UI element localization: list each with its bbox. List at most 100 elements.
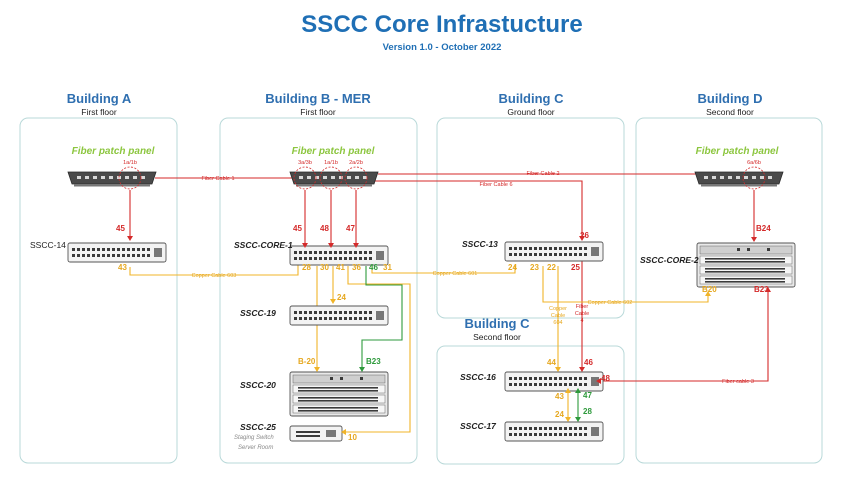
port-core1-36: 36 [352, 263, 361, 272]
switch-sscc-19 [289, 305, 389, 326]
port-sscc20-y: B-20 [298, 357, 316, 366]
device-label-sscc-core-1: SSCC-CORE-1 [234, 240, 293, 250]
switch-sscc-16 [504, 371, 604, 392]
port-sscc16-44: 44 [547, 358, 556, 367]
d-panel-port-highlight [742, 166, 766, 190]
building-d-floor: Second floor [706, 107, 754, 117]
chassis-sscc-core-2 [696, 242, 796, 288]
fiber-cable-1-label: Fiber Cable 1 [201, 176, 234, 182]
port-sscc25: 10 [348, 433, 357, 442]
copper-cable-603-label: Copper Cable 603 [192, 273, 237, 279]
fiber-patch-panel-d-label: Fiber patch panel [696, 146, 779, 157]
device-label-sscc-core-2: SSCC-CORE-2 [640, 255, 699, 265]
port-b-left: 45 [293, 224, 302, 233]
port-b-right: 47 [346, 224, 355, 233]
core1-to-sscc25-line [344, 266, 411, 433]
device-note-sscc-25-2: Server Room [238, 445, 273, 451]
a-panel-port-highlight [118, 166, 142, 190]
fiber-patch-panel-b [289, 171, 379, 187]
panel-b-tag-2: 1a/1b [324, 160, 338, 166]
building-a-title: Building A [67, 91, 132, 106]
fiber-cable-3-label: Fiber cable 3 [722, 379, 754, 385]
panel-b-tag-3: 2a/2b [349, 160, 363, 166]
building-c-second-box [436, 345, 625, 465]
switch-sscc-14 [67, 242, 167, 263]
port-sscc14: 43 [118, 263, 127, 272]
panel-b-tag-1: 3a/3b [298, 160, 312, 166]
port-sscc16-48: 48 [601, 374, 610, 383]
page-title: SSCC Core Infrastucture [301, 11, 582, 38]
port-core2-b23: B23 [754, 285, 769, 294]
b-panel-port-highlight-3 [344, 166, 368, 190]
device-label-sscc-16: SSCC-16 [460, 372, 496, 382]
switch-sscc-25 [289, 425, 343, 442]
copper-cable-601-label: Copper Cable 601 [433, 271, 478, 277]
fiber-patch-panel-a [67, 171, 157, 187]
port-core1-41: 41 [336, 263, 345, 272]
copper-cable-602-line [542, 266, 709, 303]
copper-cable-602-label: Copper Cable 602 [588, 300, 633, 306]
fiber-patch-panel-d [694, 171, 784, 187]
port-a-down: 45 [116, 224, 125, 233]
copper-cable-604-label-1: Copper [549, 306, 567, 312]
building-c-ground-box [436, 117, 625, 319]
fiber-cable-4-label-3: 4 [580, 318, 583, 324]
port-sscc19: 24 [337, 293, 346, 302]
panel-d-tag: 6a/6b [747, 160, 761, 166]
port-sscc13-26: 26 [580, 231, 589, 240]
fiber-cable-4-label-2: Cable [575, 311, 589, 317]
port-core1-30: 30 [320, 263, 329, 272]
building-a-box [19, 117, 178, 464]
device-label-sscc-25: SSCC-25 [240, 422, 276, 432]
switch-sscc-17 [504, 421, 604, 442]
page-subtitle: Version 1.0 - October 2022 [383, 42, 502, 53]
fiber-cable-6-line [372, 180, 583, 239]
building-b-title: Building B - MER [265, 91, 371, 106]
building-b-floor: First floor [300, 107, 336, 117]
building-c-ground-floor: Ground floor [507, 107, 554, 117]
arrow-heads [127, 236, 771, 435]
port-core1-46: 46 [369, 263, 378, 272]
port-b-mid: 48 [320, 224, 329, 233]
port-sscc16-47: 47 [583, 391, 592, 400]
port-sscc17-24: 24 [555, 410, 564, 419]
core1-to-sscc20-green-line [361, 266, 403, 370]
building-b-box [219, 117, 418, 464]
building-a-floor: First floor [81, 107, 117, 117]
device-label-sscc-17: SSCC-17 [460, 421, 497, 431]
copper-cable-601-line [371, 266, 516, 274]
fiber-cable-3-line [598, 289, 769, 382]
building-d-box [635, 117, 823, 464]
building-c-ground-title: Building C [499, 91, 565, 106]
port-sscc16-46: 46 [584, 358, 593, 367]
port-sscc20-g: B23 [366, 357, 381, 366]
fiber-patch-panel-b-label: Fiber patch panel [292, 146, 375, 157]
device-label-sscc-13: SSCC-13 [462, 239, 498, 249]
building-c-second-floor: Second floor [473, 332, 521, 342]
chassis-sscc-20 [289, 371, 389, 417]
panel-a-tag: 1a/1b [123, 160, 137, 166]
switch-sscc-13 [504, 241, 604, 262]
fiber-cable-4-label-1: Fiber [576, 304, 589, 310]
copper-cable-604-label-2: Cable [551, 313, 565, 319]
b-panel-port-highlight-1 [293, 166, 317, 190]
b-panel-port-highlight-2 [319, 166, 343, 190]
device-label-sscc-20: SSCC-20 [240, 380, 276, 390]
port-sscc13-23: 23 [530, 263, 539, 272]
port-sscc17-28: 28 [583, 407, 592, 416]
copper-cable-604-label-3: 604 [553, 320, 562, 326]
port-sscc13-25: 25 [571, 263, 580, 272]
device-label-sscc-14: SSCC-14 [30, 240, 66, 250]
port-sscc16-43: 43 [555, 392, 564, 401]
fiber-cable-2-label: Fiber Cable 2 [526, 171, 559, 177]
fiber-patch-panel-a-label: Fiber patch panel [72, 146, 155, 157]
copper-cable-603-line [129, 265, 299, 276]
port-core1-28: 28 [302, 263, 311, 272]
building-c-second-title: Building C [465, 316, 531, 331]
device-note-sscc-25-1: Staging Switch [234, 435, 274, 441]
port-sscc13-24: 24 [508, 263, 517, 272]
port-core2-b20: B20 [702, 285, 717, 294]
port-core2-b24: B24 [756, 224, 771, 233]
port-core1-31: 31 [383, 263, 392, 272]
